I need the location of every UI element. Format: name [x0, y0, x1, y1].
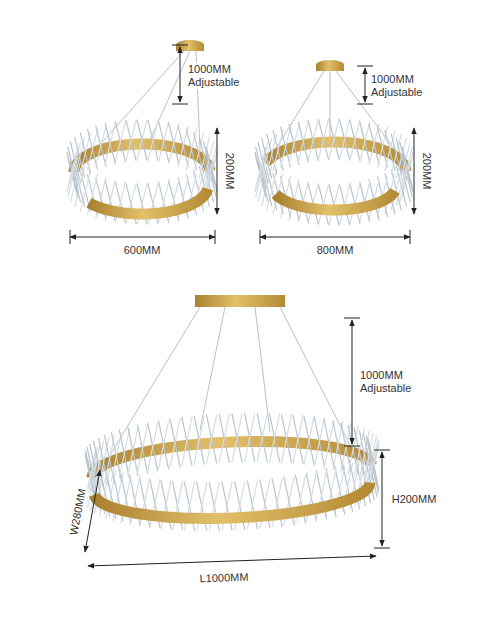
suspension-wire: [200, 307, 225, 430]
crystal-rods: [85, 414, 379, 531]
gold-band: [94, 482, 370, 518]
dimension-label: W280MM: [67, 487, 89, 538]
dimension-label: 1000MM Adjustable: [359, 369, 423, 395]
chandelier-drawings: [67, 40, 413, 530]
crystal-rods: [67, 120, 217, 224]
crystal-rods: [255, 119, 413, 225]
ceiling-canopy: [316, 60, 344, 70]
dimension-label: 600MM: [123, 244, 162, 257]
suspension-wire: [280, 307, 350, 445]
ceiling-canopy: [195, 295, 285, 307]
dimension-lines: [70, 45, 414, 566]
dimension-label: H200MM: [391, 493, 438, 506]
chandelier-1000: [85, 295, 379, 530]
gold-band: [276, 191, 395, 210]
ceiling-canopy: [316, 65, 344, 71]
dimension-label: 1000MM Adjustable: [370, 73, 434, 99]
suspension-wire: [330, 71, 331, 140]
gold-band: [89, 189, 208, 214]
dimension-label: 1000MM Adjustable: [187, 63, 251, 89]
dimension-label: 800MM: [316, 244, 355, 257]
dimension-label: 200MM: [420, 152, 433, 191]
dimension-label: L1000MM: [198, 571, 249, 586]
dimension-label: 200MM: [223, 152, 236, 191]
